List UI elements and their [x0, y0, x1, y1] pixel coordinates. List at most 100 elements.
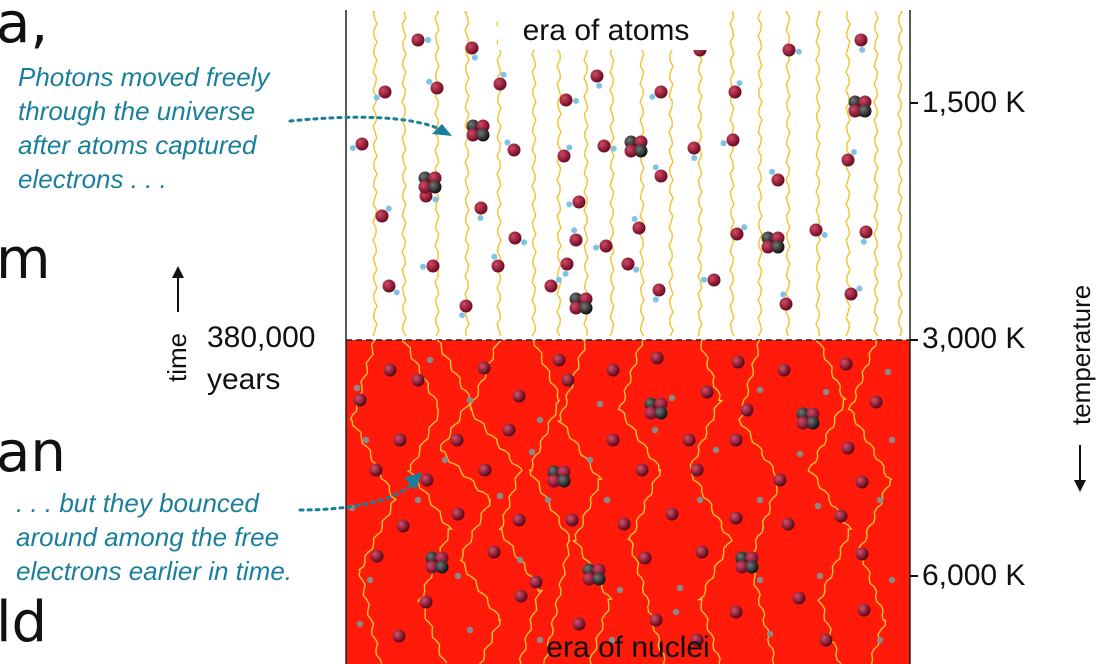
atom-nucleus: [378, 85, 392, 99]
free-nucleus: [638, 551, 652, 565]
photon-path: [469, 340, 544, 664]
hydrogen-atom: [465, 41, 479, 61]
hydrogen-atom: [631, 216, 646, 235]
atom-nucleus: [426, 259, 440, 273]
free-nucleus: [396, 519, 410, 533]
hydrogen-atom: [560, 257, 574, 277]
free-nucleus: [487, 545, 501, 559]
free-nucleus: [740, 403, 754, 417]
era-of-atoms-label: era of atoms: [523, 14, 690, 47]
hydrogen-atom: [420, 259, 440, 273]
proton: [848, 104, 862, 118]
time-arrow-head: [172, 266, 184, 278]
bound-electron: [349, 145, 356, 152]
helium-cluster: [761, 231, 785, 254]
atom-nucleus: [779, 297, 793, 311]
proton: [466, 128, 480, 142]
proton: [654, 397, 668, 411]
photon-path: [668, 11, 674, 337]
free-nucleus: [773, 473, 787, 487]
time-axis-label: time: [162, 333, 192, 382]
bound-electron: [566, 144, 573, 151]
neutron: [435, 560, 449, 574]
neutron: [582, 563, 596, 577]
free-electron: [366, 576, 374, 584]
helium-cluster: [547, 465, 571, 488]
free-electron: [884, 368, 892, 376]
hydrogen-atom: [652, 283, 666, 303]
proton: [435, 551, 449, 565]
atom-nucleus: [544, 279, 558, 293]
neutron: [466, 119, 480, 133]
hydrogen-atom: [844, 285, 863, 301]
free-electron: [712, 446, 720, 454]
helium-cluster: [735, 551, 759, 574]
proton: [582, 572, 596, 586]
bound-electron: [571, 227, 578, 234]
bound-electron: [491, 253, 498, 260]
free-photon-paths: [372, 11, 903, 337]
bound-electron: [633, 266, 640, 273]
free-nucleus: [565, 513, 579, 527]
caption-line: through the universe: [18, 96, 256, 126]
bound-electron: [652, 164, 659, 171]
free-nucleus: [869, 395, 883, 409]
atom-nucleus: [726, 133, 740, 147]
bottom-caption: . . . but they bounced around among the …: [16, 486, 292, 588]
free-electron: [466, 626, 474, 634]
free-nucleus: [370, 549, 384, 563]
atom-nucleus: [430, 81, 444, 95]
atom-nucleus: [809, 223, 823, 237]
bound-electron: [477, 215, 484, 221]
neutron: [745, 560, 759, 574]
free-electron: [822, 388, 830, 396]
atom-nucleus: [382, 279, 396, 293]
free-electron: [496, 492, 504, 500]
atom-nucleus: [654, 169, 668, 183]
free-electron: [876, 636, 884, 644]
atom-nucleus: [508, 231, 522, 245]
free-nucleus: [841, 441, 855, 455]
proton: [569, 301, 583, 315]
proton: [761, 240, 775, 254]
neutron: [579, 301, 593, 315]
free-nucleus: [606, 363, 620, 377]
slide-text-fragment: m: [0, 227, 51, 292]
free-nucleus: [393, 433, 407, 447]
caption-line: Photons moved freely: [18, 62, 270, 92]
photon-path: [639, 11, 645, 337]
atom-nucleus: [590, 69, 604, 83]
free-nucleus: [855, 547, 869, 561]
bound-electron: [420, 263, 426, 270]
bound-electron: [691, 155, 698, 161]
photon-path: [496, 11, 502, 337]
atom-nucleus: [854, 33, 868, 47]
free-electron: [586, 456, 594, 464]
hydrogen-atom: [730, 224, 748, 241]
photon-path: [757, 11, 763, 337]
helium-atoms: [418, 95, 872, 586]
caption-line: electrons . . .: [18, 164, 167, 194]
bound-electron: [504, 139, 511, 146]
free-electron: [766, 630, 774, 638]
helium-cluster: [425, 551, 449, 574]
hydrogen-atom: [349, 137, 369, 152]
free-nucleus: [700, 385, 714, 399]
hydrogen-atom: [411, 33, 431, 47]
hydrogen-atom: [559, 93, 579, 107]
atom-nucleus: [841, 153, 855, 167]
bound-electron: [741, 224, 748, 231]
bound-electron: [859, 46, 866, 53]
bound-electron: [521, 239, 528, 246]
atom-nucleus: [771, 173, 785, 187]
neutron: [547, 465, 561, 479]
hydrogen-atom: [854, 33, 868, 53]
free-nucleus: [695, 545, 709, 559]
proton: [796, 416, 810, 430]
free-nucleus: [411, 373, 425, 387]
top-caption-arrow-line: [288, 115, 444, 132]
free-nucleus: [512, 389, 526, 403]
free-electron: [454, 572, 462, 580]
free-nucleus: [665, 507, 679, 521]
bound-electron: [593, 244, 600, 251]
